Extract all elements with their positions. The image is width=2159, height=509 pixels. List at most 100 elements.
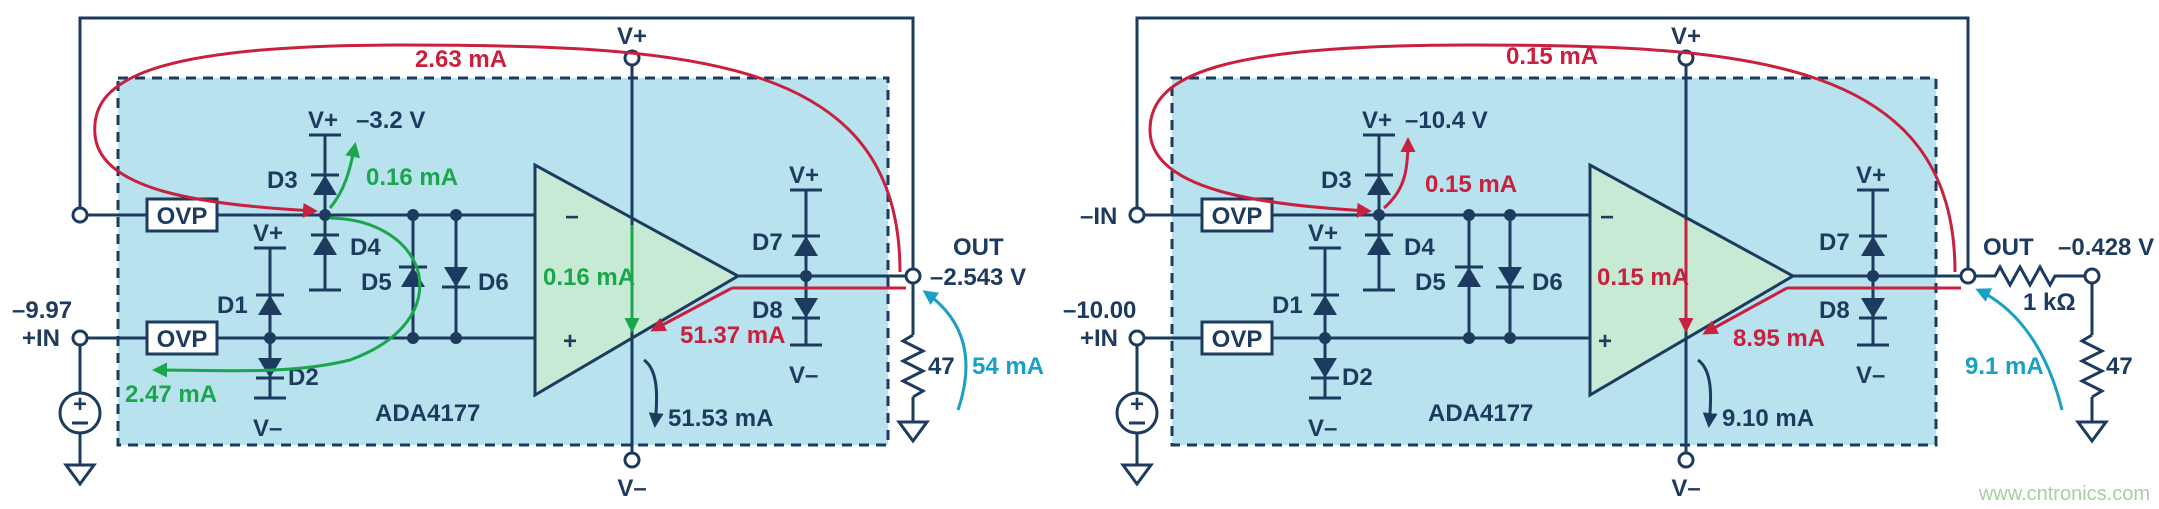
d1-supply: V+ [1308,220,1338,247]
d1-supply: V+ [253,220,283,247]
opamp-minus-sign: − [565,204,579,231]
diode-d2-icon [1313,358,1337,378]
resistor-icon [899,333,927,399]
supply-current-arrow [643,358,664,428]
ground-icon [896,420,930,444]
d3-current-arrow [328,142,361,209]
d2-supply: V– [1308,415,1337,442]
diode-d7-icon [1861,236,1885,256]
series-resistor-icon [1975,263,2085,289]
ovp-label: OVP [1212,203,1263,230]
chip-box [1170,76,1938,447]
chip-label: ADA4177 [375,400,480,427]
output-current: 51.37 mA [680,322,785,349]
d1-label: D1 [217,292,248,319]
ovp-box-bottom [1200,320,1274,356]
d5-label: D5 [1415,269,1446,296]
load-current: 54 mA [972,353,1044,380]
vplus-top: V+ [1671,23,1701,50]
diode-d8-icon [1861,298,1885,318]
minus-input-terminal [71,206,89,224]
output-current: 8.95 mA [1733,325,1825,352]
d4-label: D4 [1404,234,1435,261]
d5-label: D5 [361,269,392,296]
vplus-top: V+ [617,23,647,50]
d7-supply: V+ [1856,162,1886,189]
out-label: OUT [953,234,1004,261]
vminus-bottom: V– [617,475,646,502]
svg-text:+: + [73,391,87,418]
series-resistor-value: 1 kΩ [2023,289,2076,316]
resistor-value: 47 [928,353,955,380]
supply-current-arrow [1697,358,1718,428]
resistor-icon [2078,333,2106,399]
d2-current: 2.47 mA [125,381,217,408]
d8-label: D8 [1819,297,1850,324]
output-terminal [904,267,922,285]
ovp-box-bottom [145,320,219,356]
ground-icon [63,463,97,487]
diode-d1-icon [258,295,282,315]
feedback-wire [78,16,915,276]
feedback-current: 0.15 mA [1506,43,1598,70]
out-voltage: –0.428 V [2058,234,2154,261]
ground-icon [2075,420,2109,444]
plus-input-terminal [71,329,89,347]
out-label: OUT [1983,234,2034,261]
input-voltage: –10.00 [1063,297,1136,324]
d6-label: D6 [478,269,509,296]
d3-supply: V+ [1362,107,1392,134]
d3-current: 0.16 mA [366,164,458,191]
supply-current: 9.10 mA [1722,405,1814,432]
d3-supply: V+ [308,107,338,134]
d3-voltage: –10.4 V [1405,107,1488,134]
diode-d4-icon [1367,235,1391,255]
plus-input-terminal [1128,329,1146,347]
out-voltage: –2.543 V [930,264,1026,291]
d7-label: D7 [1819,229,1850,256]
chip-label: ADA4177 [1428,400,1533,427]
d1-label: D1 [1272,292,1303,319]
d6-label: D6 [1532,269,1563,296]
plus-in-label: +IN [22,325,60,352]
circuit-left: OVP OVP –9.97 +IN + V+ –3.2 V D3 D4 V+ D… [12,16,1044,502]
minus-input-terminal [1128,206,1146,224]
opamp-plus-sign: + [1598,328,1612,355]
opamp-triangle [1588,162,1797,398]
d2-current-arrow [152,216,422,378]
d2-supply: V– [253,415,282,442]
diode-d2-icon [258,358,282,378]
diode-d3-icon [313,175,337,195]
feedback-wire [1135,16,1970,276]
d8-supply: V– [1856,362,1885,389]
minus-in-label: –IN [1080,203,1117,230]
d3-voltage: –3.2 V [356,107,425,134]
d7-label: D7 [752,229,783,256]
ovp-label: OVP [1212,326,1263,353]
circuit-right: –IN OVP –10.00 +IN OVP + V+ –10.4 V D3 D… [1063,16,2154,502]
d8-label: D8 [752,297,783,324]
load-current-arrow [922,290,968,411]
load-current-arrow [1975,288,2064,411]
ground-icon [1120,463,1154,487]
d3-label: D3 [1321,167,1352,194]
feedback-current-arrow [93,43,902,273]
d3-current: 0.15 mA [1425,171,1517,198]
d8-supply: V– [789,362,818,389]
input-voltage: –9.97 [12,297,72,324]
chip-box [116,76,890,447]
opamp-triangle [533,162,742,398]
resistor-value: 47 [2106,353,2133,380]
diode-d1-icon [1313,295,1337,315]
d7-supply: V+ [789,162,819,189]
opamp-minus-sign: − [1600,204,1614,231]
d2-label: D2 [1342,364,1373,391]
diode-d6-icon [1498,267,1522,287]
diode-d4-icon [313,235,337,255]
vminus-bottom: V– [1671,475,1700,502]
amp-input-current: 0.16 mA [543,264,635,291]
ovp-label: OVP [157,203,208,230]
diode-d8-icon [794,298,818,318]
output-current-arrow [650,286,733,332]
